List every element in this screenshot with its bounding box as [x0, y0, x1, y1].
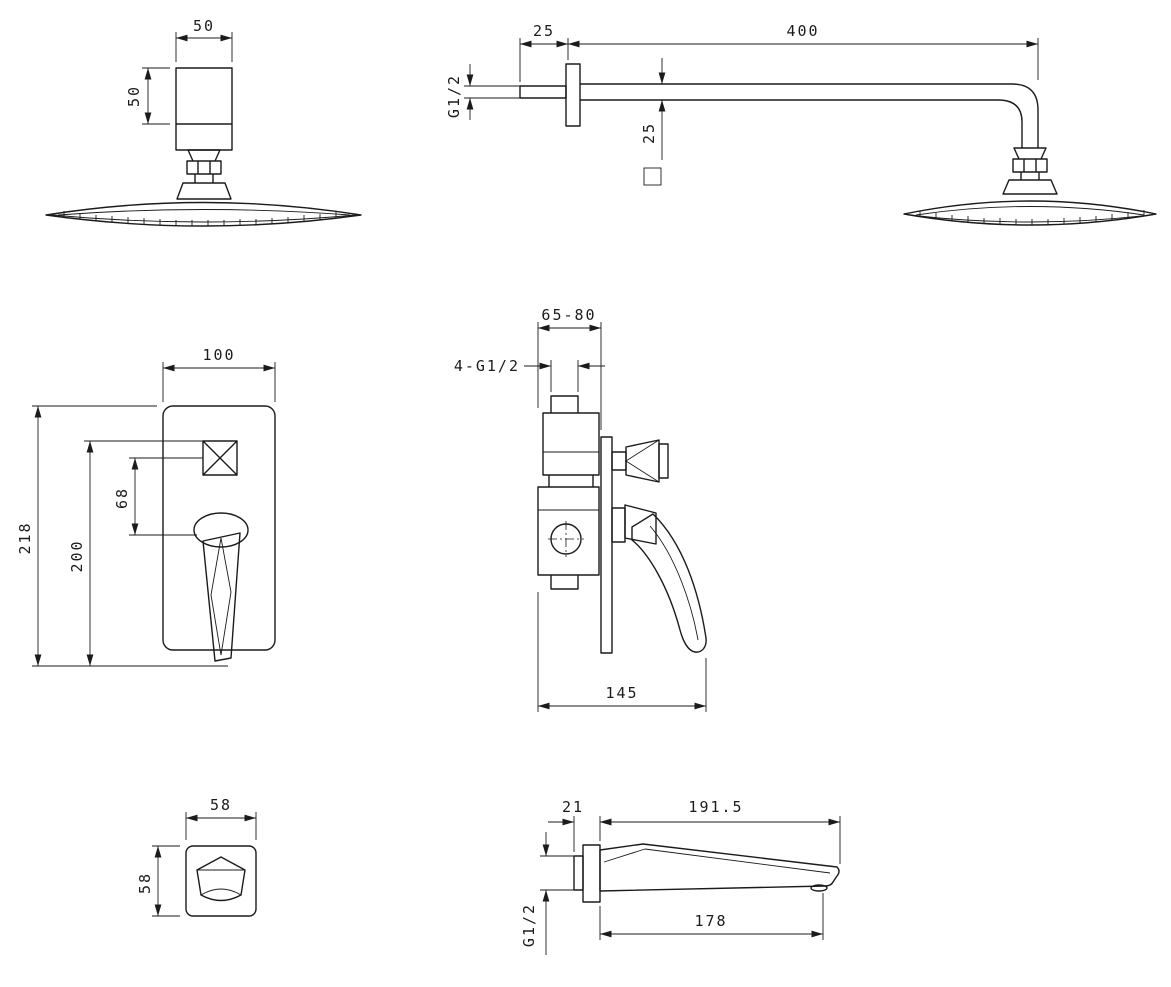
head-top-edge: [57, 209, 351, 216]
dim-label-thread: G1/2: [445, 74, 463, 118]
dim-label-width: 50: [193, 17, 215, 35]
dim-label-square: 25: [640, 122, 658, 144]
diverter-square: [202, 440, 238, 476]
spout-body: [599, 843, 840, 892]
view-spout-side: 21 191.5 178 G1/2: [520, 798, 841, 955]
view-shower-arm-side: 25 400 G1/2 25: [445, 22, 1157, 226]
body-outline: [537, 395, 600, 590]
extension-lines: [32, 362, 276, 667]
handle-blade: [202, 532, 241, 662]
head-rim-edge: [909, 214, 1151, 223]
dim-label-thread: G1/2: [520, 903, 538, 947]
dim-label-total-height: 218: [16, 521, 34, 554]
view-mixer-side: 65-80 4-G1/2 145: [454, 306, 707, 712]
head-rim-edge: [51, 214, 357, 223]
mixer-plate: [162, 405, 276, 651]
knob-stem: [611, 451, 627, 471]
escutcheon-plate: [185, 845, 257, 917]
view-escutcheon-front: 58 58: [136, 796, 257, 917]
knob-outline: [196, 856, 246, 902]
lever-handle: [193, 512, 249, 662]
body-detail-lines: [538, 451, 599, 511]
wall-plate-profile: [600, 436, 613, 654]
shower-head-body: [903, 200, 1157, 226]
dim-label-length: 400: [786, 22, 819, 40]
valve-body: [537, 395, 600, 590]
knob-facets: [625, 439, 660, 483]
wall-flange: [565, 63, 581, 127]
handle-facets: [210, 537, 232, 656]
handle-pivot: [624, 504, 657, 545]
handle-facet-line: [649, 525, 699, 641]
head-top-edge: [915, 206, 1145, 216]
knob-body: [625, 439, 660, 483]
knob-tip: [658, 443, 669, 479]
dim-label-width: 145: [605, 684, 638, 702]
dim-label-reach: 178: [694, 912, 727, 930]
handle-blade: [631, 513, 707, 653]
connector-nut: [1002, 147, 1058, 195]
nozzle-ticks: [919, 210, 1145, 225]
dim-label-depth: 65-80: [541, 306, 596, 324]
extension-lines: [537, 322, 707, 712]
dim-label-spacing: 68: [113, 487, 131, 509]
spout-inlet-stub: [573, 855, 584, 891]
ceiling-mount-block: [175, 67, 233, 151]
handle-pivot: [193, 512, 249, 548]
nozzle-ticks: [63, 211, 337, 226]
view-mixer-front: 100 218 200 68: [16, 346, 276, 667]
head-outline: [903, 200, 1157, 226]
extension-lines: [152, 812, 257, 917]
dim-label-offset: 25: [533, 22, 555, 40]
dim-label-height: 58: [136, 872, 154, 894]
spout-flange: [582, 844, 601, 903]
extension-lines: [464, 38, 1039, 99]
square-section-symbol: [643, 167, 662, 186]
dim-label-width: 100: [202, 346, 235, 364]
extension-lines: [142, 32, 233, 125]
dim-label-height: 200: [68, 539, 86, 572]
port-centerlines: [548, 521, 584, 557]
connector-nut: [176, 149, 232, 200]
lever-handle-side: [611, 504, 707, 653]
spout-facet-lines: [603, 848, 831, 874]
head-outline: [45, 201, 362, 227]
shower-arm-pipe: [580, 83, 1039, 148]
dim-label-width: 58: [210, 796, 232, 814]
diverter-knob: [611, 439, 669, 483]
shower-head-body: [45, 201, 362, 227]
knob-bottom-curve: [200, 888, 242, 896]
dim-label-wall: 21: [562, 798, 584, 816]
dim-label-total-length: 191.5: [688, 798, 743, 816]
aerator-outlet: [810, 884, 828, 892]
threaded-stub: [519, 85, 567, 99]
knob-front: [196, 856, 246, 902]
extension-lines: [540, 816, 841, 940]
handle-boss: [611, 507, 626, 543]
view-showerhead-front: 50 50: [45, 17, 362, 227]
dim-label-thread: 4-G1/2: [454, 357, 520, 375]
dim-label-height: 50: [125, 85, 143, 107]
